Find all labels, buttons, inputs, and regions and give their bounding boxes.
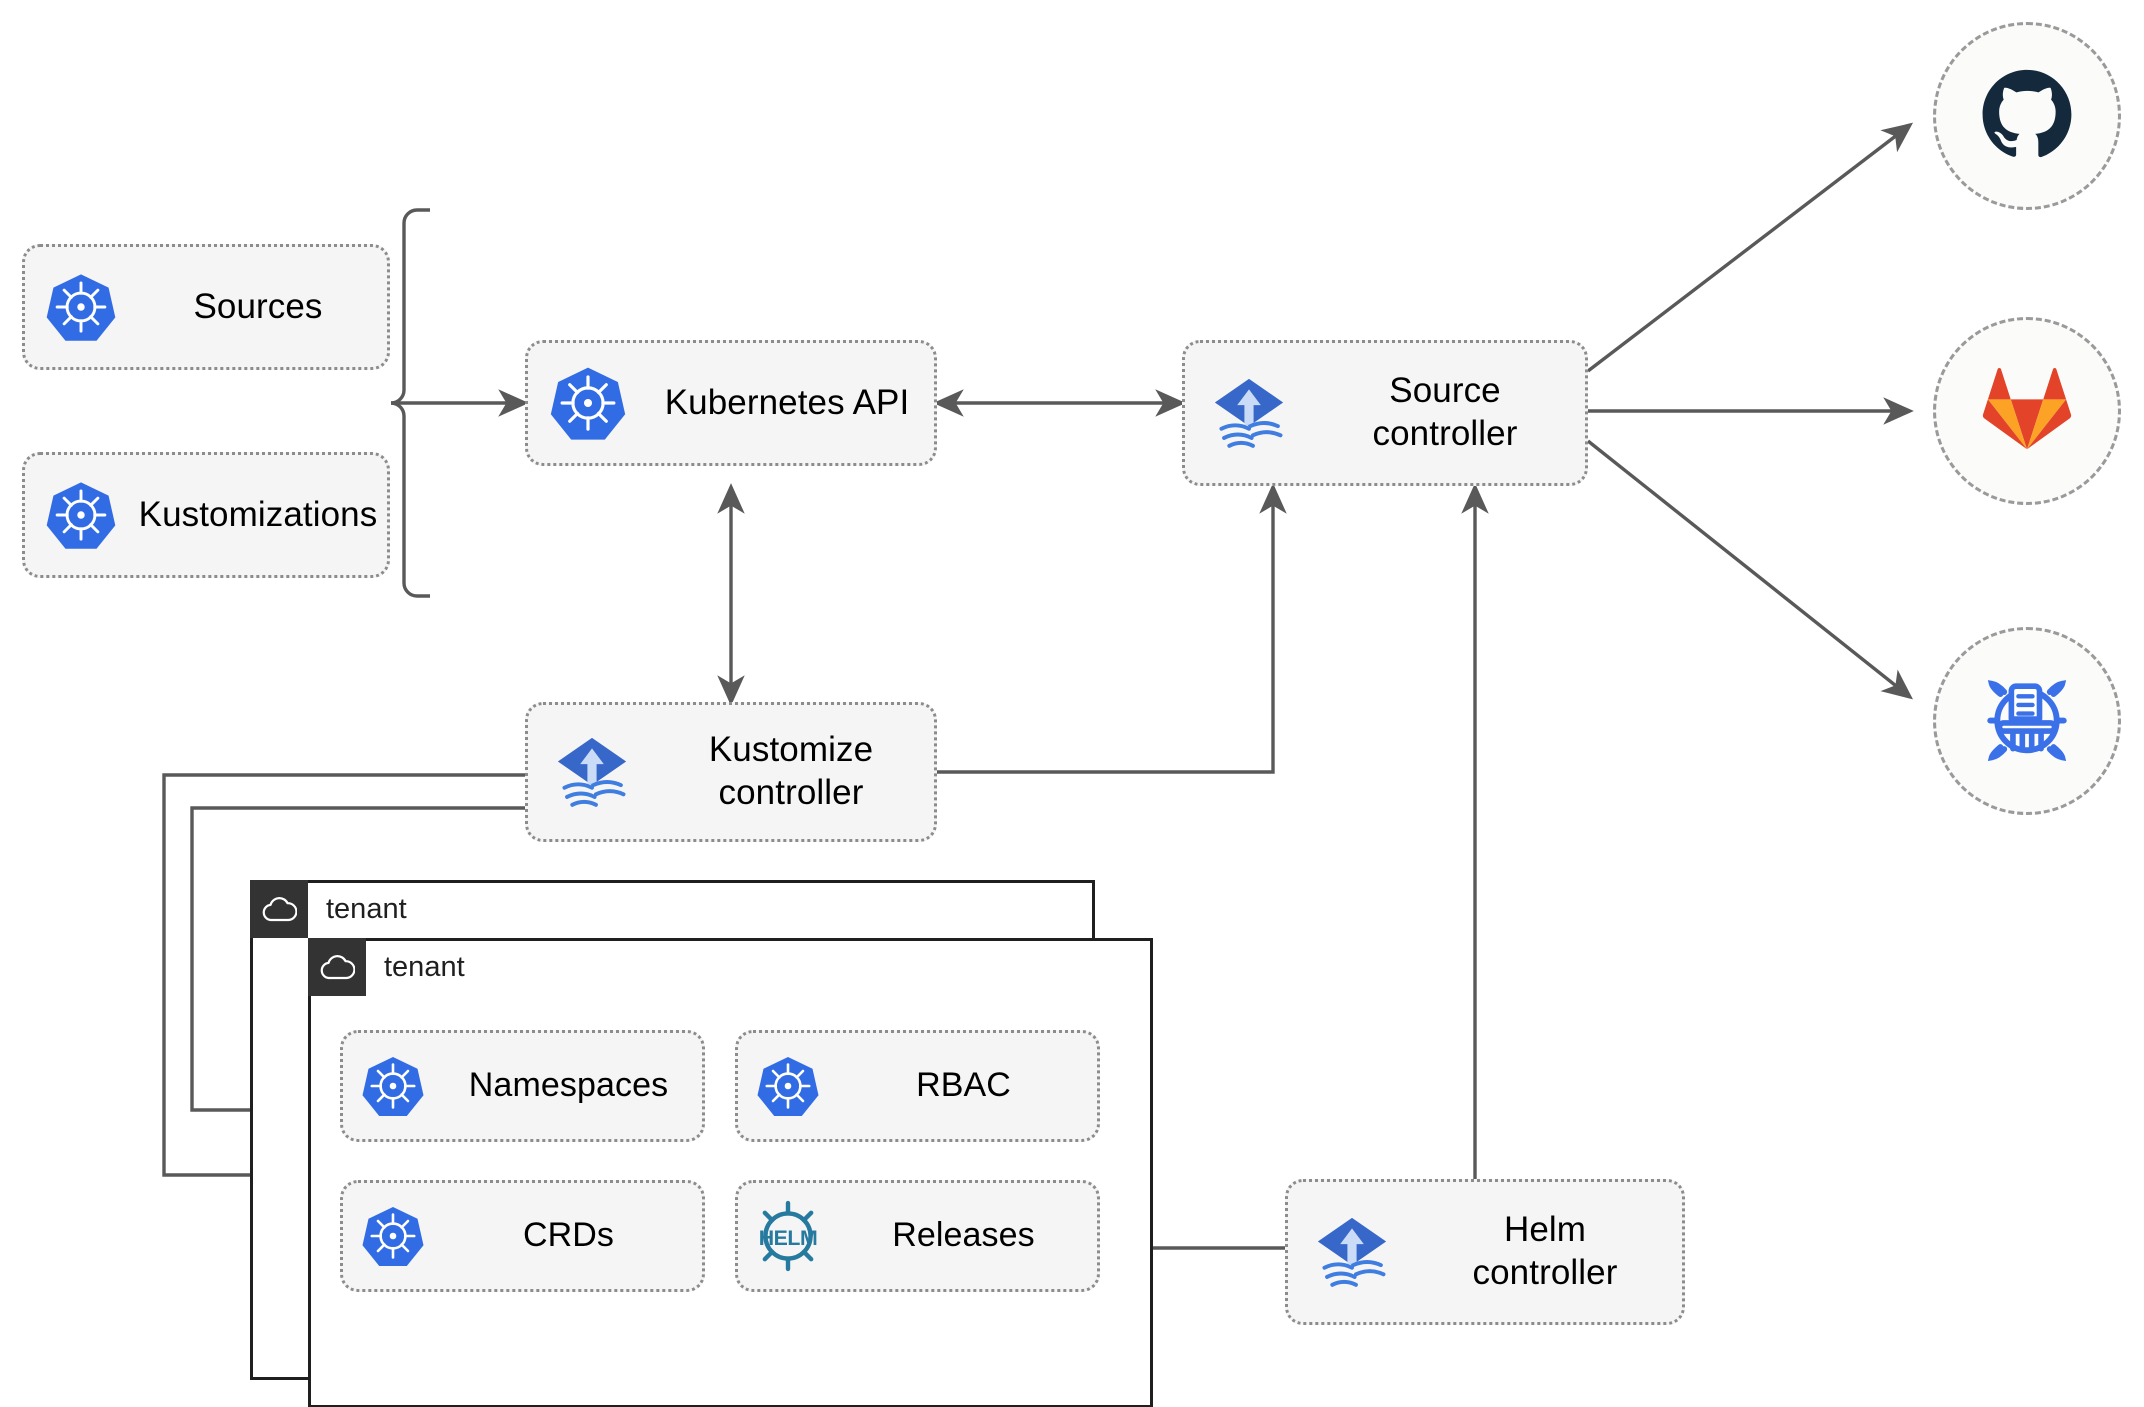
flux-icon <box>1288 1210 1416 1294</box>
kubernetes-icon <box>25 479 137 551</box>
node-rbac[interactable]: RBAC <box>735 1030 1100 1142</box>
edge-kustomizectl-tenant-back <box>162 773 525 1189</box>
tenant-header-back: tenant <box>250 880 407 938</box>
cloud-icon <box>250 880 308 938</box>
kubernetes-icon <box>25 271 137 343</box>
node-label: Kubernetes API <box>664 382 910 422</box>
provider-bucket[interactable] <box>1933 627 2121 815</box>
kubernetes-icon <box>343 1204 443 1268</box>
node-label: Releases <box>892 1216 1035 1255</box>
tenant-label-back: tenant <box>326 892 407 925</box>
edge-sourcectl-github <box>1586 122 1914 373</box>
node-label: CRDs <box>522 1216 615 1255</box>
cloud-icon <box>308 938 366 996</box>
gitlab-icon <box>1981 365 2073 458</box>
flux-icon <box>528 730 656 814</box>
tenant-container-front[interactable]: tenant <box>308 938 1153 1407</box>
node-namespaces[interactable]: Namespaces <box>340 1030 705 1142</box>
edge-sourcectl-bucket <box>1586 439 1913 700</box>
node-kustomizations[interactable]: Kustomizations <box>22 452 390 578</box>
kubernetes-icon <box>343 1054 443 1118</box>
kubernetes-icon <box>738 1054 838 1118</box>
node-crds[interactable]: CRDs <box>340 1180 705 1292</box>
node-sources[interactable]: Sources <box>22 244 390 370</box>
github-icon <box>1978 65 2076 168</box>
bucket-icon <box>1977 669 2077 774</box>
node-label: Namespaces <box>468 1066 669 1105</box>
node-label: Sources <box>193 286 323 326</box>
kubernetes-icon <box>528 364 648 442</box>
node-kubernetes-api[interactable]: Kubernetes API <box>525 340 937 466</box>
provider-gitlab[interactable] <box>1933 317 2121 505</box>
helm-icon: HELM <box>738 1197 838 1275</box>
node-label: RBAC <box>916 1066 1011 1105</box>
node-releases[interactable]: HELM Releases <box>735 1180 1100 1292</box>
tenant-label-front: tenant <box>384 950 465 983</box>
svg-text:HELM: HELM <box>759 1226 817 1250</box>
provider-github[interactable] <box>1933 22 2121 210</box>
node-label: Kustomizations <box>138 494 378 534</box>
tenant-header-front: tenant <box>308 938 465 996</box>
flux-icon <box>1185 371 1313 455</box>
edge-kustomizectl-sourcectl <box>937 483 1287 774</box>
